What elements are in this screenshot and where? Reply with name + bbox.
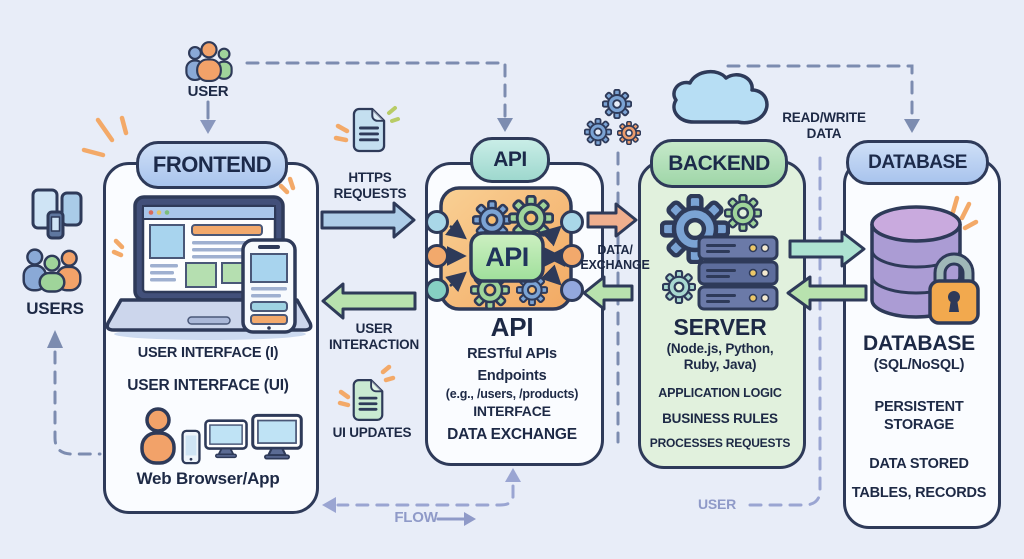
read-write-arrow: [788, 230, 866, 268]
api-line3: (e.g., /users, /products): [445, 387, 579, 401]
https-requests-arrow: [320, 201, 416, 239]
frontend-caption: Web Browser/App: [136, 469, 280, 488]
api-gateway-icon: [425, 186, 584, 311]
user-interaction-arrow: [321, 282, 417, 320]
backend-line1: APPLICATION LOGIC: [658, 386, 782, 400]
backend-line2: BUSINESS RULES: [662, 411, 778, 426]
users-left-label: USERS: [26, 299, 84, 318]
database-line3: TABLES, RECORDS: [851, 485, 987, 501]
api-badge-label: API: [485, 241, 529, 272]
sparkle-icon: [387, 106, 400, 123]
database-subheading: (SQL/NoSQL): [873, 357, 965, 373]
backend-to-database-connector: [726, 64, 914, 119]
phone-icon: [241, 238, 297, 334]
frontend-pill: FRONTEND: [136, 141, 288, 189]
database-box: [843, 158, 1001, 529]
api-line1: RESTful APIs: [467, 346, 557, 362]
backend-heading: SERVER: [673, 314, 767, 340]
users-group-icon: [22, 248, 82, 293]
lock-icon: [928, 252, 980, 325]
frontend-line2: USER INTERFACE (UI): [127, 377, 289, 394]
user-to-api-connector: [245, 61, 507, 118]
api-pill: API: [470, 137, 550, 183]
data-exchange-label: DATA/ EXCHANGE: [580, 243, 650, 273]
gears-icon: [584, 89, 641, 146]
database-line1: PERSISTENT STORAGE: [874, 399, 964, 433]
server-icon: [662, 194, 779, 311]
ui-updates-label: UI UPDATES: [332, 425, 412, 440]
flow-label: FLOW: [394, 509, 438, 526]
backend-return-arrow: [582, 275, 634, 311]
api-line2: Endpoints: [477, 368, 547, 384]
user-bottom-label: USER: [697, 496, 737, 512]
flow-connector: [336, 484, 515, 507]
database-heading: DATABASE: [863, 332, 975, 355]
database-pill: DATABASE: [846, 140, 989, 185]
data-exchange-arrow: [586, 202, 638, 238]
backend-pill: BACKEND: [650, 139, 788, 188]
user-group-icon: [185, 41, 233, 82]
database-line2: DATA STORED: [869, 456, 969, 472]
flow-arrow: [436, 512, 476, 526]
document-icon-ui-updates: [352, 378, 384, 422]
document-icon-https: [352, 107, 386, 153]
cloud-icon: [672, 70, 769, 125]
person-devices-icon: [140, 407, 303, 465]
api-line4: INTERFACE: [473, 403, 551, 419]
api-badge: [469, 231, 545, 283]
devices-icon: [31, 188, 83, 240]
backend-line3: PROCESSES REQUESTS: [649, 436, 791, 450]
database-user-connector: [748, 156, 822, 507]
api-line5: DATA EXCHANGE: [447, 426, 577, 443]
sparkle-icon: [81, 115, 979, 408]
frontend-line1: USER INTERFACE (I): [137, 345, 279, 361]
frontend-to-users-connector: [53, 350, 102, 456]
connector-arrowheads: [47, 118, 920, 513]
backend-subheading: (Node.js, Python, Ruby, Java): [666, 341, 774, 373]
https-requests-label: HTTPS REQUESTS: [333, 170, 407, 202]
user-interaction-label: USER INTERACTION: [328, 321, 420, 353]
database-return-arrow: [786, 275, 868, 311]
api-heading: API: [490, 312, 534, 342]
read-write-data-label: READ/WRITE DATA: [782, 110, 866, 142]
user-top-label: USER: [187, 83, 229, 100]
